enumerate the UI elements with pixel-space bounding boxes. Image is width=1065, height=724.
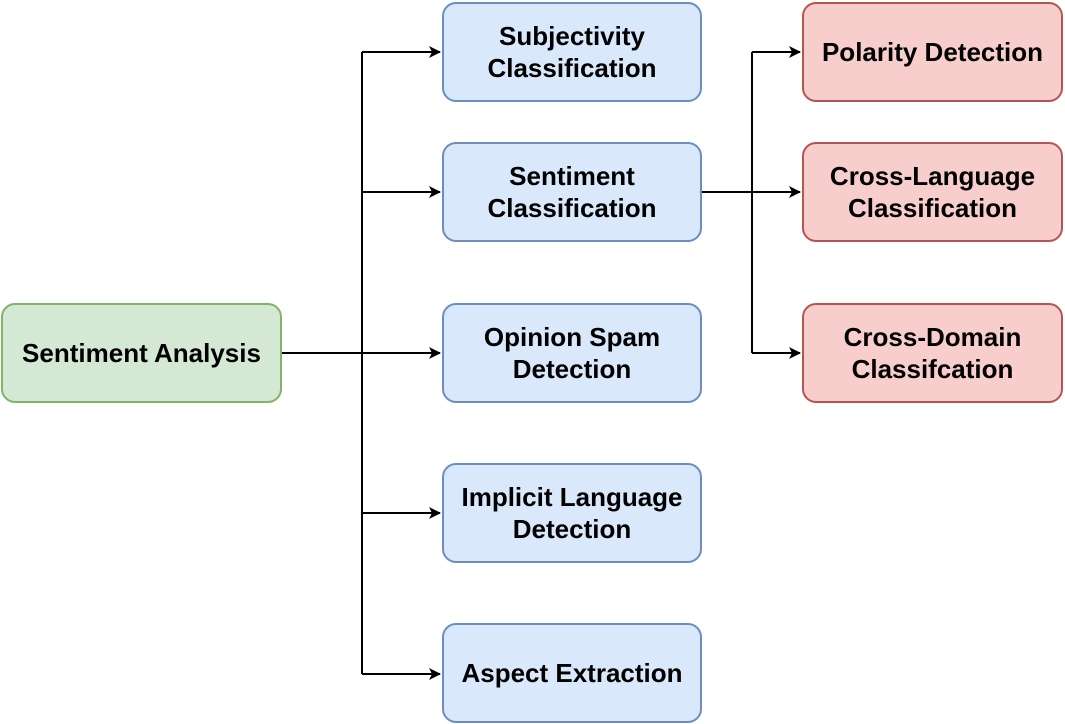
- node-label: Cross-Language Classification: [829, 161, 1036, 223]
- node-aspect-extraction: Aspect Extraction: [442, 623, 702, 723]
- node-label: Polarity Detection: [821, 37, 1044, 67]
- node-label: Sentiment Analysis: [22, 338, 261, 368]
- node-subjectivity-classification: Subjectivity Classification: [442, 2, 702, 102]
- node-label: Sentiment Classification: [487, 161, 657, 223]
- node-label: Aspect Extraction: [461, 658, 683, 688]
- node-cross-language-classification: Cross-Language Classification: [802, 142, 1063, 242]
- node-label: Implicit Language Detection: [461, 482, 683, 544]
- node-sentiment-analysis: Sentiment Analysis: [1, 303, 282, 403]
- node-opinion-spam-detection: Opinion Spam Detection: [442, 303, 702, 403]
- node-sentiment-classification: Sentiment Classification: [442, 142, 702, 242]
- node-cross-domain-classification: Cross-Domain Classifcation: [802, 303, 1063, 403]
- node-label: Opinion Spam Detection: [483, 322, 661, 384]
- node-label: Cross-Domain Classifcation: [843, 322, 1022, 384]
- node-label: Subjectivity Classification: [487, 21, 657, 83]
- node-implicit-language-detection: Implicit Language Detection: [442, 463, 702, 563]
- node-polarity-detection: Polarity Detection: [802, 2, 1063, 102]
